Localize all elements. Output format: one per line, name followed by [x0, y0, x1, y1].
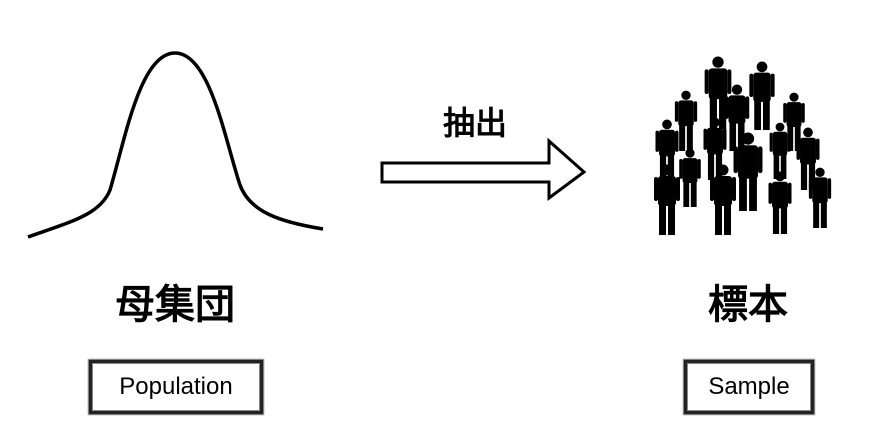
person-silhouette [654, 164, 680, 235]
extraction-label: 抽出 [442, 104, 507, 142]
crowd-icon [654, 56, 832, 235]
right-arrow-icon [380, 137, 587, 201]
person-silhouette [704, 56, 732, 129]
person-silhouette [808, 167, 832, 228]
person-silhouette [679, 148, 701, 207]
person-silhouette [768, 171, 792, 234]
person-silhouette [796, 127, 820, 190]
bell-curve-icon [27, 51, 324, 239]
person-silhouette [749, 61, 775, 130]
sample-label: Sample [684, 360, 814, 414]
person-silhouette [674, 90, 698, 151]
person-silhouette [769, 122, 791, 179]
person-silhouette [733, 132, 763, 211]
person-silhouette [710, 164, 736, 235]
population-title: 母集団 [115, 282, 235, 328]
population-label: Population [89, 360, 263, 414]
sample-title: 標本 [708, 282, 788, 328]
person-silhouette [724, 84, 750, 151]
